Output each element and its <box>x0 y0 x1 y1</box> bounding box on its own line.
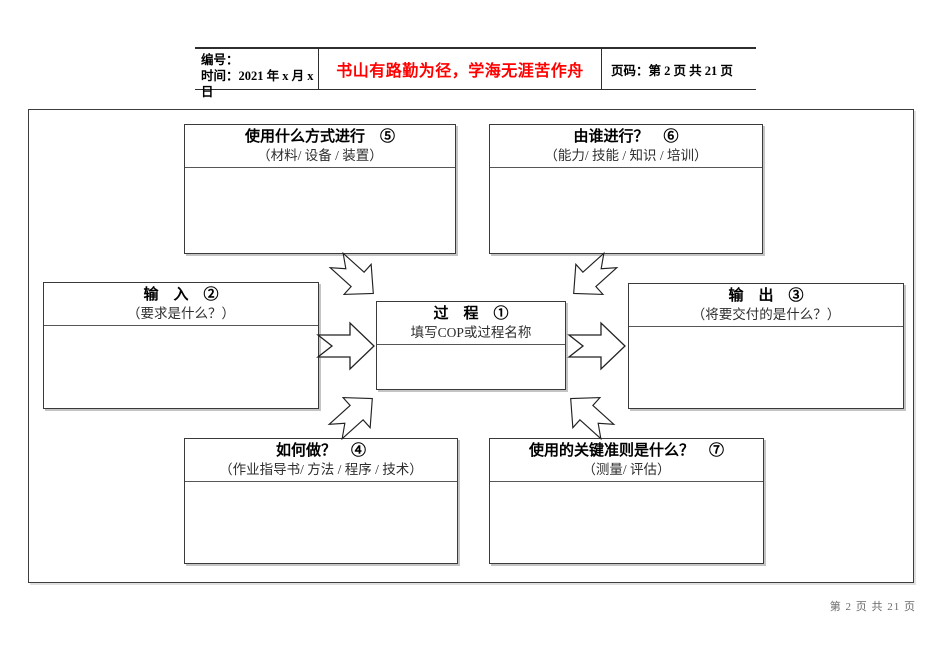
node-criteria-header: 使用的关键准则是什么？ ⑦ （测量/ 评估） <box>490 439 763 482</box>
node-criteria: 使用的关键准则是什么？ ⑦ （测量/ 评估） <box>489 438 764 564</box>
node-who-header: 由谁进行？ ⑥ （能力/ 技能 / 知识 / 培训） <box>490 125 762 168</box>
node-how-subtitle: （作业指导书/ 方法 / 程序 / 技术） <box>219 462 423 477</box>
node-input-subtitle: （要求是什么？） <box>127 306 235 321</box>
node-output-title: 输 出 ③ <box>728 288 804 304</box>
node-process-header: 过 程 ① 填写COP或过程名称 <box>377 302 565 345</box>
node-criteria-title: 使用的关键准则是什么？ ⑦ <box>528 443 724 459</box>
header-table: 编号： 时间：2021 年 x 月 x 日 书山有路勤为径，学海无涯苦作舟 页码… <box>195 47 756 99</box>
arrow-process-to-output-icon <box>567 321 626 371</box>
node-methods: 使用什么方式进行 ⑤ （材料/ 设备 / 装置） <box>184 124 456 254</box>
turtle-diagram-frame: 使用什么方式进行 ⑤ （材料/ 设备 / 装置） 由谁进行？ ⑥ （能力/ 技能… <box>28 109 914 583</box>
node-who-subtitle: （能力/ 技能 / 知识 / 培训） <box>544 148 708 163</box>
header-page-cell: 页码：第 2 页 共 21 页 <box>602 49 756 89</box>
node-input-title: 输 入 ② <box>143 287 219 303</box>
node-input-header: 输 入 ② （要求是什么？） <box>44 283 318 326</box>
arrow-methods-to-process-icon <box>328 251 374 296</box>
node-methods-title: 使用什么方式进行 ⑤ <box>244 129 395 145</box>
node-who: 由谁进行？ ⑥ （能力/ 技能 / 知识 / 培训） <box>489 124 763 254</box>
header-motto-cell: 书山有路勤为径，学海无涯苦作舟 <box>318 49 602 89</box>
node-process: 过 程 ① 填写COP或过程名称 <box>376 301 566 390</box>
node-how-header: 如何做？ ④ （作业指导书/ 方法 / 程序 / 技术） <box>185 439 457 482</box>
node-who-title: 由谁进行？ ⑥ <box>573 129 679 145</box>
node-process-title: 过 程 ① <box>433 306 509 322</box>
header-number-label: 编号： <box>201 53 239 67</box>
arrow-who-to-process-icon <box>573 251 619 296</box>
node-how-title: 如何做？ ④ <box>275 443 366 459</box>
node-output-header: 输 出 ③ （将要交付的是什么？） <box>629 284 903 327</box>
node-methods-subtitle: （材料/ 设备 / 装置） <box>257 148 383 163</box>
node-process-subtitle: 填写COP或过程名称 <box>410 325 532 340</box>
arrow-input-to-process-icon <box>316 321 375 371</box>
header-date-label: 时间：2021 年 x 月 x 日 <box>201 69 314 99</box>
node-input: 输 入 ② （要求是什么？） <box>43 282 319 409</box>
node-how: 如何做？ ④ （作业指导书/ 方法 / 程序 / 技术） <box>184 438 458 564</box>
header-number-date-cell: 编号： 时间：2021 年 x 月 x 日 <box>195 49 318 99</box>
node-output: 输 出 ③ （将要交付的是什么？） <box>628 283 904 409</box>
header-page-label: 页码：第 2 页 共 21 页 <box>611 63 733 78</box>
node-criteria-subtitle: （测量/ 评估） <box>582 462 671 477</box>
node-output-subtitle: （将要交付的是什么？） <box>691 307 841 322</box>
footer-page-number: 第 2 页 共 21 页 <box>829 601 916 613</box>
header-motto-text: 书山有路勤为径，学海无涯苦作舟 <box>336 63 584 80</box>
node-methods-header: 使用什么方式进行 ⑤ （材料/ 设备 / 装置） <box>185 125 455 168</box>
